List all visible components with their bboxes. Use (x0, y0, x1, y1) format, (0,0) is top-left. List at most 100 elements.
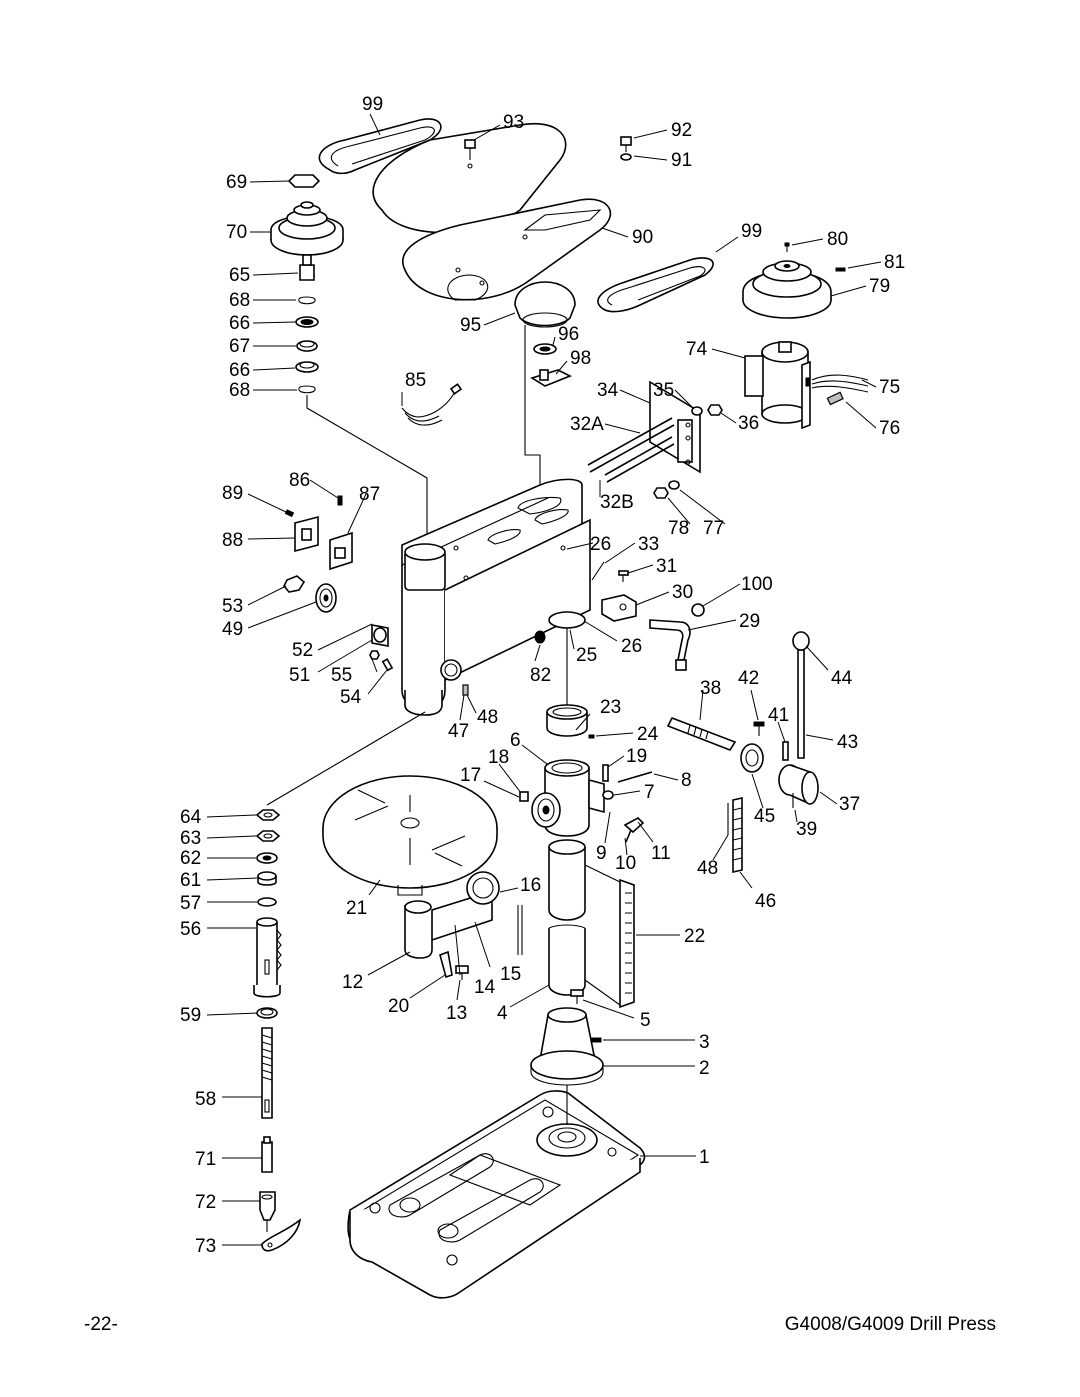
callout-96: 96 (558, 324, 579, 345)
washer-63 (255, 830, 281, 842)
callout-73: 73 (195, 1236, 216, 1257)
callout-61: 61 (180, 870, 201, 891)
set-screw-80 (784, 242, 790, 252)
knob-44 (792, 631, 810, 651)
ring-57 (257, 897, 277, 907)
table-bracket-6 (531, 759, 605, 837)
motor-cord-75 (811, 374, 869, 393)
rods-32 (587, 417, 675, 483)
callout-labels: 99 93 92 91 69 70 90 99 80 81 65 79 68 6… (180, 94, 905, 1257)
callout-4: 4 (497, 1003, 508, 1024)
depth-gauge-52 (371, 624, 389, 647)
nut-36 (707, 404, 723, 416)
spindle-pulley-70 (270, 201, 344, 256)
callout-55: 55 (331, 665, 352, 686)
screw-24 (588, 734, 595, 739)
callout-11: 11 (651, 843, 671, 864)
motor-pulley-79 (742, 260, 832, 319)
switch-plate-88 (294, 515, 319, 553)
callout-86: 86 (289, 470, 310, 491)
callout-43: 43 (837, 732, 858, 753)
callout-80: 80 (827, 229, 848, 250)
callout-16: 16 (520, 875, 541, 896)
callout-29: 29 (739, 611, 760, 632)
screw-55 (369, 650, 380, 660)
callout-93: 93 (503, 112, 524, 133)
callout-32A: 32A (570, 414, 604, 435)
callout-36: 36 (738, 413, 759, 434)
rod-8 (617, 771, 653, 783)
cover-strip-48 (462, 684, 729, 835)
column-upper (548, 839, 586, 921)
idler-bracket-98 (530, 369, 572, 387)
chuck-72 (259, 1191, 276, 1232)
callout-9: 9 (596, 843, 607, 864)
callout-89: 89 (222, 483, 243, 504)
callout-54: 54 (340, 687, 362, 708)
callout-62: 62 (180, 848, 201, 869)
callout-1: 1 (699, 1147, 710, 1168)
callout-20: 20 (388, 996, 409, 1017)
page-number: -22- (84, 1314, 118, 1335)
belt-cover (372, 122, 612, 301)
callout-59: 59 (180, 1005, 201, 1026)
callout-95: 95 (460, 315, 481, 336)
table-arm-12 (404, 871, 500, 959)
washer-77 (668, 480, 680, 490)
power-cord-85 (401, 383, 463, 426)
callout-58: 58 (195, 1089, 216, 1110)
callout-69: 69 (226, 172, 247, 193)
callout-85: 85 (405, 370, 426, 391)
handle-hub-37 (778, 764, 819, 805)
callout-72: 72 (195, 1192, 216, 1213)
callout-47: 47 (448, 721, 469, 742)
lock-18 (519, 791, 529, 802)
washer-64 (255, 809, 281, 821)
spindle-58 (261, 1027, 273, 1119)
chuck-key-73 (261, 1218, 302, 1252)
nut-53 (283, 575, 306, 593)
callout-24: 24 (637, 724, 659, 745)
retaining-ring-68-upper (298, 296, 316, 305)
hub-45 (740, 743, 764, 773)
pinion-shaft-38 (666, 716, 737, 751)
callout-30: 30 (672, 582, 693, 603)
callout-34: 34 (597, 380, 619, 401)
bearing-66-upper (295, 316, 319, 328)
callout-87: 87 (359, 484, 380, 505)
callout-45: 45 (754, 806, 775, 827)
callout-44: 44 (831, 668, 853, 689)
callout-99-top-right: 99 (741, 221, 762, 242)
callout-63: 63 (180, 828, 201, 849)
bearing-62 (256, 852, 278, 864)
callout-26-upper: 26 (590, 534, 611, 555)
arbor-71 (261, 1136, 273, 1173)
leader-lines (206, 113, 882, 1246)
callout-22: 22 (684, 926, 705, 947)
handle-20 (439, 950, 453, 979)
callout-41: 41 (768, 705, 789, 726)
column-base-2 (530, 1007, 604, 1086)
callout-64: 64 (180, 807, 202, 828)
callout-23: 23 (600, 697, 621, 718)
fitting-82 (534, 630, 546, 644)
callout-26-lower: 26 (621, 636, 642, 657)
callout-42: 42 (738, 668, 759, 689)
set-screw-3 (591, 1037, 602, 1043)
callout-71: 71 (195, 1149, 216, 1170)
motor-74 (744, 341, 811, 430)
callout-92: 92 (671, 120, 692, 141)
key-81 (835, 267, 846, 272)
callout-8: 8 (681, 770, 692, 791)
screw-42 (753, 721, 765, 736)
crank-11 (623, 817, 645, 843)
strain-relief-76 (826, 391, 844, 406)
spacer-67 (296, 340, 318, 352)
callout-19: 19 (626, 746, 647, 767)
nut-69 (287, 174, 321, 188)
callout-76: 76 (879, 418, 900, 439)
rack-16 (517, 905, 523, 955)
callout-68-upper: 68 (229, 290, 250, 311)
spindle-assembly-line (306, 395, 428, 555)
